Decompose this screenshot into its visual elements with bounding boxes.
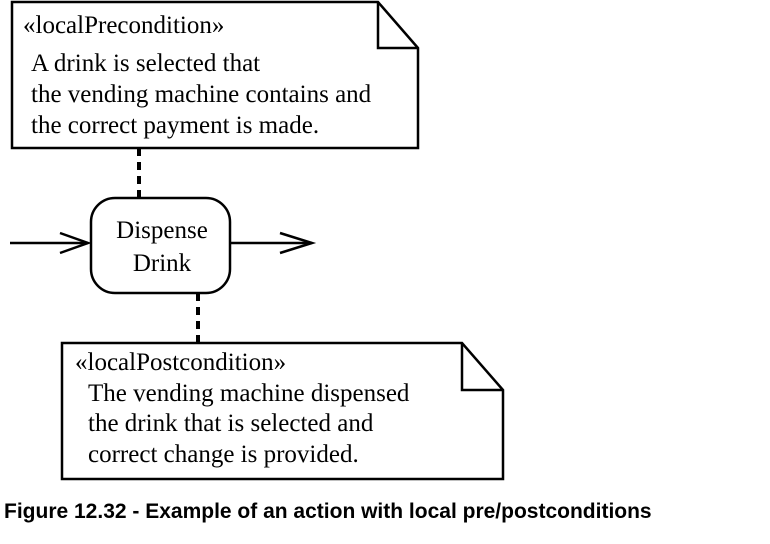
precondition-line-2: the vending machine contains and: [31, 81, 372, 108]
postcondition-note: «localPostcondition» The vending machine…: [60, 341, 505, 481]
precondition-note: «localPrecondition» A drink is selected …: [10, 0, 420, 150]
outgoing-arrowhead: [279, 231, 317, 255]
precondition-line-3: the correct payment is made.: [31, 112, 319, 139]
incoming-flow-edge: [10, 231, 92, 255]
action-node-dispense-drink: Dispense Drink: [89, 196, 232, 295]
postcondition-line-3: correct change is provided.: [88, 441, 359, 468]
figure-caption: Figure 12.32 - Example of an action with…: [4, 500, 652, 523]
postcondition-stereotype: «localPostcondition»: [75, 349, 286, 376]
outgoing-flow-edge: [230, 231, 317, 255]
postcondition-line-1: The vending machine dispensed: [88, 380, 410, 407]
incoming-arrowhead: [59, 231, 92, 255]
action-label-line-2: Drink: [133, 250, 192, 277]
precondition-line-1: A drink is selected that: [31, 50, 260, 77]
postcondition-line-2: the drink that is selected and: [88, 410, 374, 437]
precondition-note-fold: [376, 2, 418, 50]
action-label-line-1: Dispense: [116, 217, 208, 244]
precondition-stereotype: «localPrecondition»: [23, 12, 224, 39]
action-node-box: [89, 196, 232, 295]
postcondition-note-body: [60, 341, 505, 481]
postcondition-note-fold: [460, 343, 503, 392]
precondition-note-body: [10, 0, 420, 150]
